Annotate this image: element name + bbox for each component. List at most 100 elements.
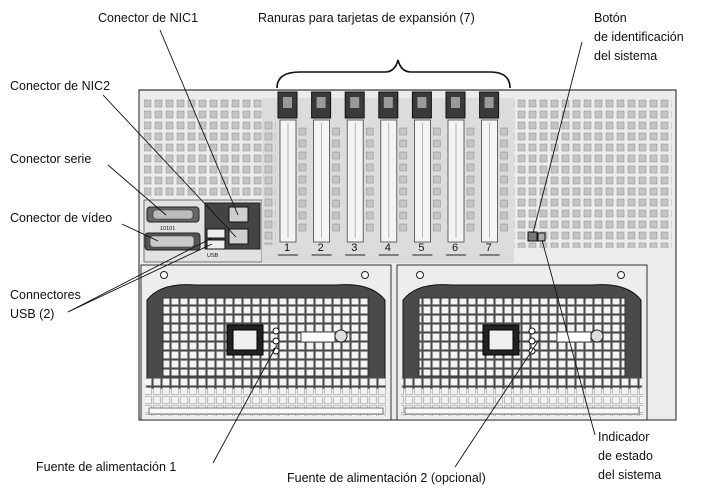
system-status-indicator: [537, 232, 546, 242]
slot-number: 4: [385, 242, 391, 254]
slot-number: 6: [452, 242, 458, 254]
psu-cord-clip: [300, 331, 336, 343]
psu-power-inlet-socket: [488, 329, 514, 351]
rear-io-panel: 10101 USB: [143, 199, 272, 274]
slot-side-vents: [262, 120, 276, 245]
slot-vent-hole: [298, 127, 307, 136]
slot-vent-hole: [298, 199, 307, 208]
psu-rail: [148, 407, 384, 415]
usb-ports: [206, 228, 226, 250]
slot-vent-hole: [298, 139, 307, 148]
slot-number: 5: [418, 242, 424, 254]
slot-latch-grip: [283, 97, 292, 108]
status-indicator-label-line2: de estado: [598, 449, 653, 463]
slot-vent-hole: [298, 211, 307, 220]
slot-vent-hole: [500, 139, 508, 148]
slot-vent-hole: [433, 199, 441, 208]
psu-cord-clip: [556, 331, 592, 343]
serial-label: Conector serie: [10, 152, 91, 166]
psu1-label: Fuente de alimentación 1: [36, 460, 176, 474]
slot-vent-hole: [466, 187, 475, 196]
slot-latch-grip: [350, 97, 360, 108]
slot-latch-grip: [417, 97, 427, 108]
slot-vent-hole: [433, 187, 441, 196]
slot-latch-grip: [484, 97, 494, 108]
psu-screw: [617, 271, 625, 279]
slot-vent-hole: [298, 163, 307, 172]
slot-vent-hole: [365, 211, 374, 220]
serial-port: [146, 206, 200, 223]
video-label: Conector de vídeo: [10, 211, 112, 225]
slot-vent-hole: [466, 199, 475, 208]
usb-port-mark: USB: [207, 253, 219, 259]
left-vent-grille: [144, 98, 262, 198]
psu-power-inlet-socket: [232, 329, 258, 351]
slot-latch-grip: [316, 97, 326, 108]
slot-vent-hole: [433, 151, 441, 160]
slot-vent-hole: [500, 223, 508, 232]
power-supply-bays: [140, 264, 648, 421]
slot-vent-hole: [399, 151, 408, 160]
status-indicator-label-line3: del sistema: [598, 468, 661, 482]
psu-led: [272, 337, 280, 345]
psu-release-latch: [334, 329, 348, 343]
slot-vent-hole: [466, 139, 475, 148]
slot-vent-hole: [365, 151, 374, 160]
slot-vent-hole: [466, 175, 475, 184]
slot-vent-hole: [433, 223, 441, 232]
usb-label-line2: USB (2): [10, 307, 54, 321]
slot-vent-hole: [365, 187, 374, 196]
slot-vent-hole: [332, 163, 340, 172]
psu-vent: [162, 297, 370, 377]
slot-latch-grip: [451, 97, 460, 108]
slot-vent-hole: [365, 199, 374, 208]
slot-vent-hole: [332, 187, 340, 196]
slot-vent-hole: [466, 223, 475, 232]
slot-vent-hole: [365, 175, 374, 184]
slot-vent-hole: [399, 163, 408, 172]
id-button-label-line3: del sistema: [594, 49, 657, 63]
psu-rail: [404, 407, 640, 415]
slot-number: 7: [486, 242, 492, 254]
slot-vent-hole: [466, 151, 475, 160]
slot-vent-hole: [500, 187, 508, 196]
psu-led: [272, 327, 280, 335]
slot-vent-hole: [399, 139, 408, 148]
video-port: [144, 232, 201, 251]
slot-number: 2: [318, 242, 324, 254]
slot-vent-hole: [500, 127, 508, 136]
slot-vent-hole: [500, 163, 508, 172]
slot-number: 3: [351, 242, 357, 254]
id-button-label-line2: de identificación: [594, 30, 684, 44]
slot-vent-hole: [399, 199, 408, 208]
status-indicator-label-line1: Indicador: [598, 430, 649, 444]
psu2-label: Fuente de alimentación 2 (opcional): [287, 471, 486, 485]
serial-port-mark: 10101: [160, 226, 175, 232]
system-id-button[interactable]: [527, 231, 538, 242]
slot-vent-hole: [365, 223, 374, 232]
slot-vent-hole: [399, 127, 408, 136]
slot-vent-hole: [298, 151, 307, 160]
expansion-slots-brace: [276, 59, 511, 89]
slot-vent-hole: [466, 127, 475, 136]
slot-vent-hole: [399, 187, 408, 196]
psu-led: [528, 337, 536, 345]
slot-vent-hole: [433, 163, 441, 172]
id-button-label-line1: Botón: [594, 11, 627, 25]
slot-vent-hole: [500, 151, 508, 160]
slot-vent-hole: [365, 139, 374, 148]
slot-vent-hole: [500, 199, 508, 208]
slot-vent-hole: [399, 211, 408, 220]
slot-vent-hole: [399, 223, 408, 232]
nic1-label: Conector de NIC1: [98, 11, 198, 25]
slot-vent-hole: [433, 127, 441, 136]
slot-vent-hole: [399, 175, 408, 184]
expansion-slots-label: Ranuras para tarjetas de expansión (7): [258, 11, 475, 25]
right-vent-grille: [514, 98, 672, 248]
slot-vent-hole: [332, 127, 340, 136]
slot-vent-hole: [332, 175, 340, 184]
nic2-label: Conector de NIC2: [10, 79, 110, 93]
slot-vent-hole: [500, 211, 508, 220]
psu-screw: [416, 271, 424, 279]
